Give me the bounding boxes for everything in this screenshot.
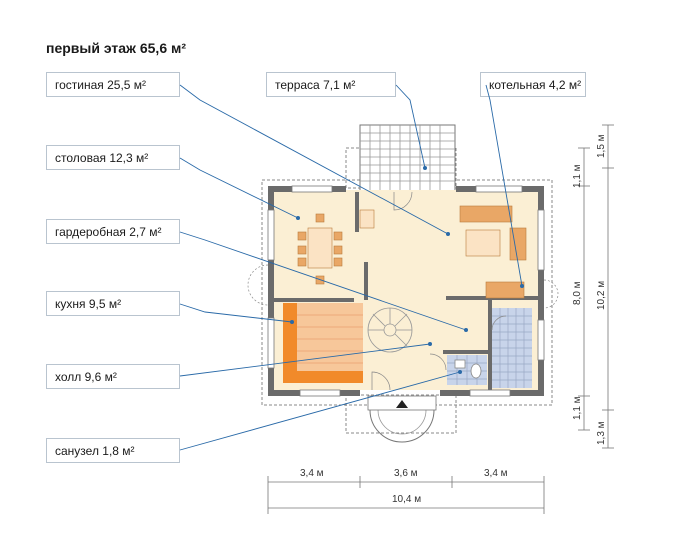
bay-windows [247, 264, 559, 309]
dim-right-inner-3: 1,1 м [572, 396, 583, 420]
label-wardrobe: гардеробная 2,7 м² [46, 219, 180, 244]
dim-right-inner-1: 1,1 м [572, 164, 583, 188]
door-arcs [371, 191, 507, 391]
label-boiler: котельная 4,2 м² [480, 72, 586, 97]
dim-right-inner-2: 8,0 м [572, 281, 583, 305]
leader-dots [290, 166, 524, 374]
dim-bottom-2: 3,6 м [394, 468, 418, 479]
living-furniture [359, 205, 527, 299]
floor-title: первый этаж 65,6 м² [46, 40, 187, 56]
dim-right-outer-2: 10,2 м [596, 280, 607, 310]
staircase [367, 307, 413, 353]
bathroom-tiles [447, 355, 487, 385]
label-bathroom: санузел 1,8 м² [46, 438, 180, 463]
label-dining: столовая 12,3 м² [46, 145, 180, 170]
dim-bottom-total: 10,4 м [392, 494, 422, 505]
windows [267, 185, 545, 397]
dim-right-outer-1: 1,5 м [596, 134, 607, 158]
label-terrace: терраса 7,1 м² [266, 72, 396, 97]
dim-bottom-1: 3,4 м [300, 468, 324, 479]
bottom-dimension-lines [267, 476, 545, 514]
label-kitchen: кухня 9,5 м² [46, 291, 180, 316]
terrace [359, 124, 456, 192]
right-dimension-lines [578, 124, 614, 449]
dining-table [297, 213, 343, 285]
label-hall: холл 9,6 м² [46, 364, 180, 389]
leader-lines [179, 84, 523, 451]
entrance-porch [367, 395, 437, 443]
boiler-tiles [492, 308, 532, 388]
label-living: гостиная 25,5 м² [46, 72, 180, 97]
dim-right-outer-3: 1,3 м [596, 421, 607, 445]
dim-bottom-3: 3,4 м [484, 468, 508, 479]
kitchen-area [283, 303, 363, 383]
